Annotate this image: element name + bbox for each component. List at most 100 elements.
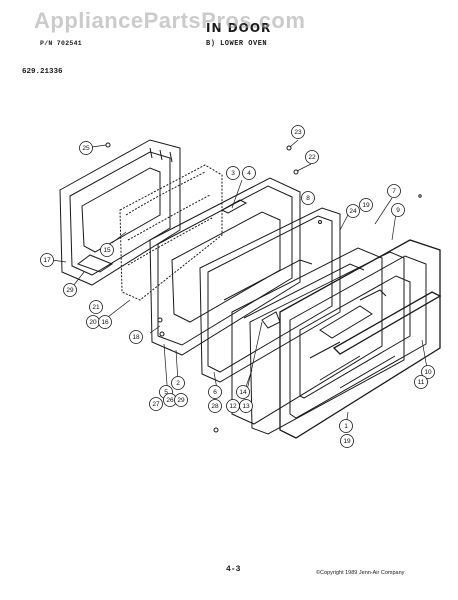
callout-circle — [391, 203, 405, 217]
callout-circle — [387, 184, 401, 198]
callout-circle — [63, 283, 77, 297]
callout-circle — [40, 253, 54, 267]
window-frame-part — [199, 207, 341, 383]
callout-circle — [174, 393, 188, 407]
callout-c6: 6 — [208, 385, 222, 399]
callout-label: 10 — [424, 369, 432, 376]
callout-c13: 13 — [239, 399, 253, 413]
callout-circle — [208, 399, 222, 413]
callout-c10: 10 — [421, 365, 435, 379]
callout-c7: 7 — [387, 184, 401, 198]
page-number: 4-3 — [226, 565, 241, 574]
callout-c17: 17 — [40, 253, 54, 267]
callout-label: 20 — [89, 319, 97, 326]
callout-circle — [301, 191, 315, 205]
callout-label: 12 — [229, 403, 237, 410]
callout-circle — [421, 365, 435, 379]
callout-label: 19 — [362, 202, 370, 209]
callout-c24: 24 — [346, 204, 360, 218]
callout-c2: 2 — [171, 376, 185, 390]
callout-c29a: 29 — [63, 283, 77, 297]
callout-label: 14 — [239, 389, 247, 396]
callout-c28: 28 — [208, 399, 222, 413]
callout-label: 16 — [101, 319, 109, 326]
page-title: IN DOOR — [206, 21, 272, 35]
callout-c1: 1 — [339, 419, 353, 433]
callout-label: 21 — [92, 304, 100, 311]
part-number-line: P/N 702541 — [40, 40, 83, 47]
callout-c23: 23 — [291, 125, 305, 139]
insulation-part — [119, 164, 223, 301]
callout-label: 2 — [176, 380, 180, 387]
callout-circle — [339, 419, 353, 433]
door-gasket-part — [249, 251, 405, 435]
callout-circle — [100, 243, 114, 257]
callout-label: 23 — [294, 129, 302, 136]
callout-label: 26 — [166, 397, 174, 404]
callout-circle — [98, 315, 112, 329]
callout-label: 27 — [152, 401, 160, 408]
callout-circle — [171, 376, 185, 390]
callout-label: 17 — [43, 257, 51, 264]
callout-label: 28 — [211, 403, 219, 410]
door-panel-part — [149, 177, 301, 356]
callout-c19b: 19 — [340, 434, 354, 448]
callout-label: 3 — [231, 170, 235, 177]
callout-circle — [208, 385, 222, 399]
callout-c12: 12 — [226, 399, 240, 413]
callout-circle — [291, 125, 305, 139]
callout-c20: 20 — [86, 315, 100, 329]
callout-c16: 16 — [98, 315, 112, 329]
callout-circle — [239, 399, 253, 413]
callout-c3: 3 — [226, 166, 240, 180]
callout-label: 18 — [132, 334, 140, 341]
callout-label: 25 — [82, 145, 90, 152]
callout-circle — [226, 166, 240, 180]
callout-circle — [129, 330, 143, 344]
callout-circle — [242, 166, 256, 180]
callout-label: 9 — [396, 207, 400, 214]
outer-door-frame-part — [279, 239, 442, 439]
callout-c27: 27 — [149, 397, 163, 411]
callout-circle — [414, 375, 428, 389]
callout-c4: 4 — [242, 166, 256, 180]
inner-door-liner-part — [59, 139, 181, 286]
callout-c11: 11 — [414, 375, 428, 389]
page-subtitle: B) LOWER OVEN — [206, 40, 268, 48]
callout-circle — [236, 385, 250, 399]
callout-circle — [149, 397, 163, 411]
callout-label: 13 — [242, 403, 250, 410]
watermark-logo: AppliancePartsPros.com — [34, 8, 306, 33]
screw-hardware — [105, 142, 422, 433]
callout-c21: 21 — [89, 300, 103, 314]
callout-c15: 15 — [100, 243, 114, 257]
callout-c18: 18 — [129, 330, 143, 344]
callout-label: 6 — [213, 389, 217, 396]
callout-label: 11 — [418, 379, 425, 386]
callout-label: 19 — [343, 438, 351, 445]
model-number: 629.21336 — [22, 68, 63, 76]
callout-circle — [340, 434, 354, 448]
callout-c8: 8 — [301, 191, 315, 205]
callout-circle — [89, 300, 103, 314]
callout-c25: 25 — [79, 141, 93, 155]
callout-label: 7 — [392, 188, 396, 195]
callout-c22: 22 — [305, 150, 319, 164]
callout-label: 8 — [306, 195, 310, 202]
callout-label: 15 — [103, 247, 111, 254]
callout-c9: 9 — [391, 203, 405, 217]
callout-circle — [79, 141, 93, 155]
callout-circle — [346, 204, 360, 218]
callout-c19a: 19 — [359, 198, 373, 212]
callout-c14: 14 — [236, 385, 250, 399]
copyright-notice: ©Copyright 1989 Jenn-Air Company — [316, 570, 405, 576]
callout-label: 22 — [308, 154, 316, 161]
callout-label: 24 — [349, 208, 357, 215]
callout-label: 5 — [164, 389, 168, 396]
leader-lines — [51, 139, 429, 427]
callout-label: 29 — [66, 287, 74, 294]
callout-label: 4 — [247, 170, 251, 177]
callout-circle — [359, 198, 373, 212]
callout-label: 1 — [344, 423, 348, 430]
